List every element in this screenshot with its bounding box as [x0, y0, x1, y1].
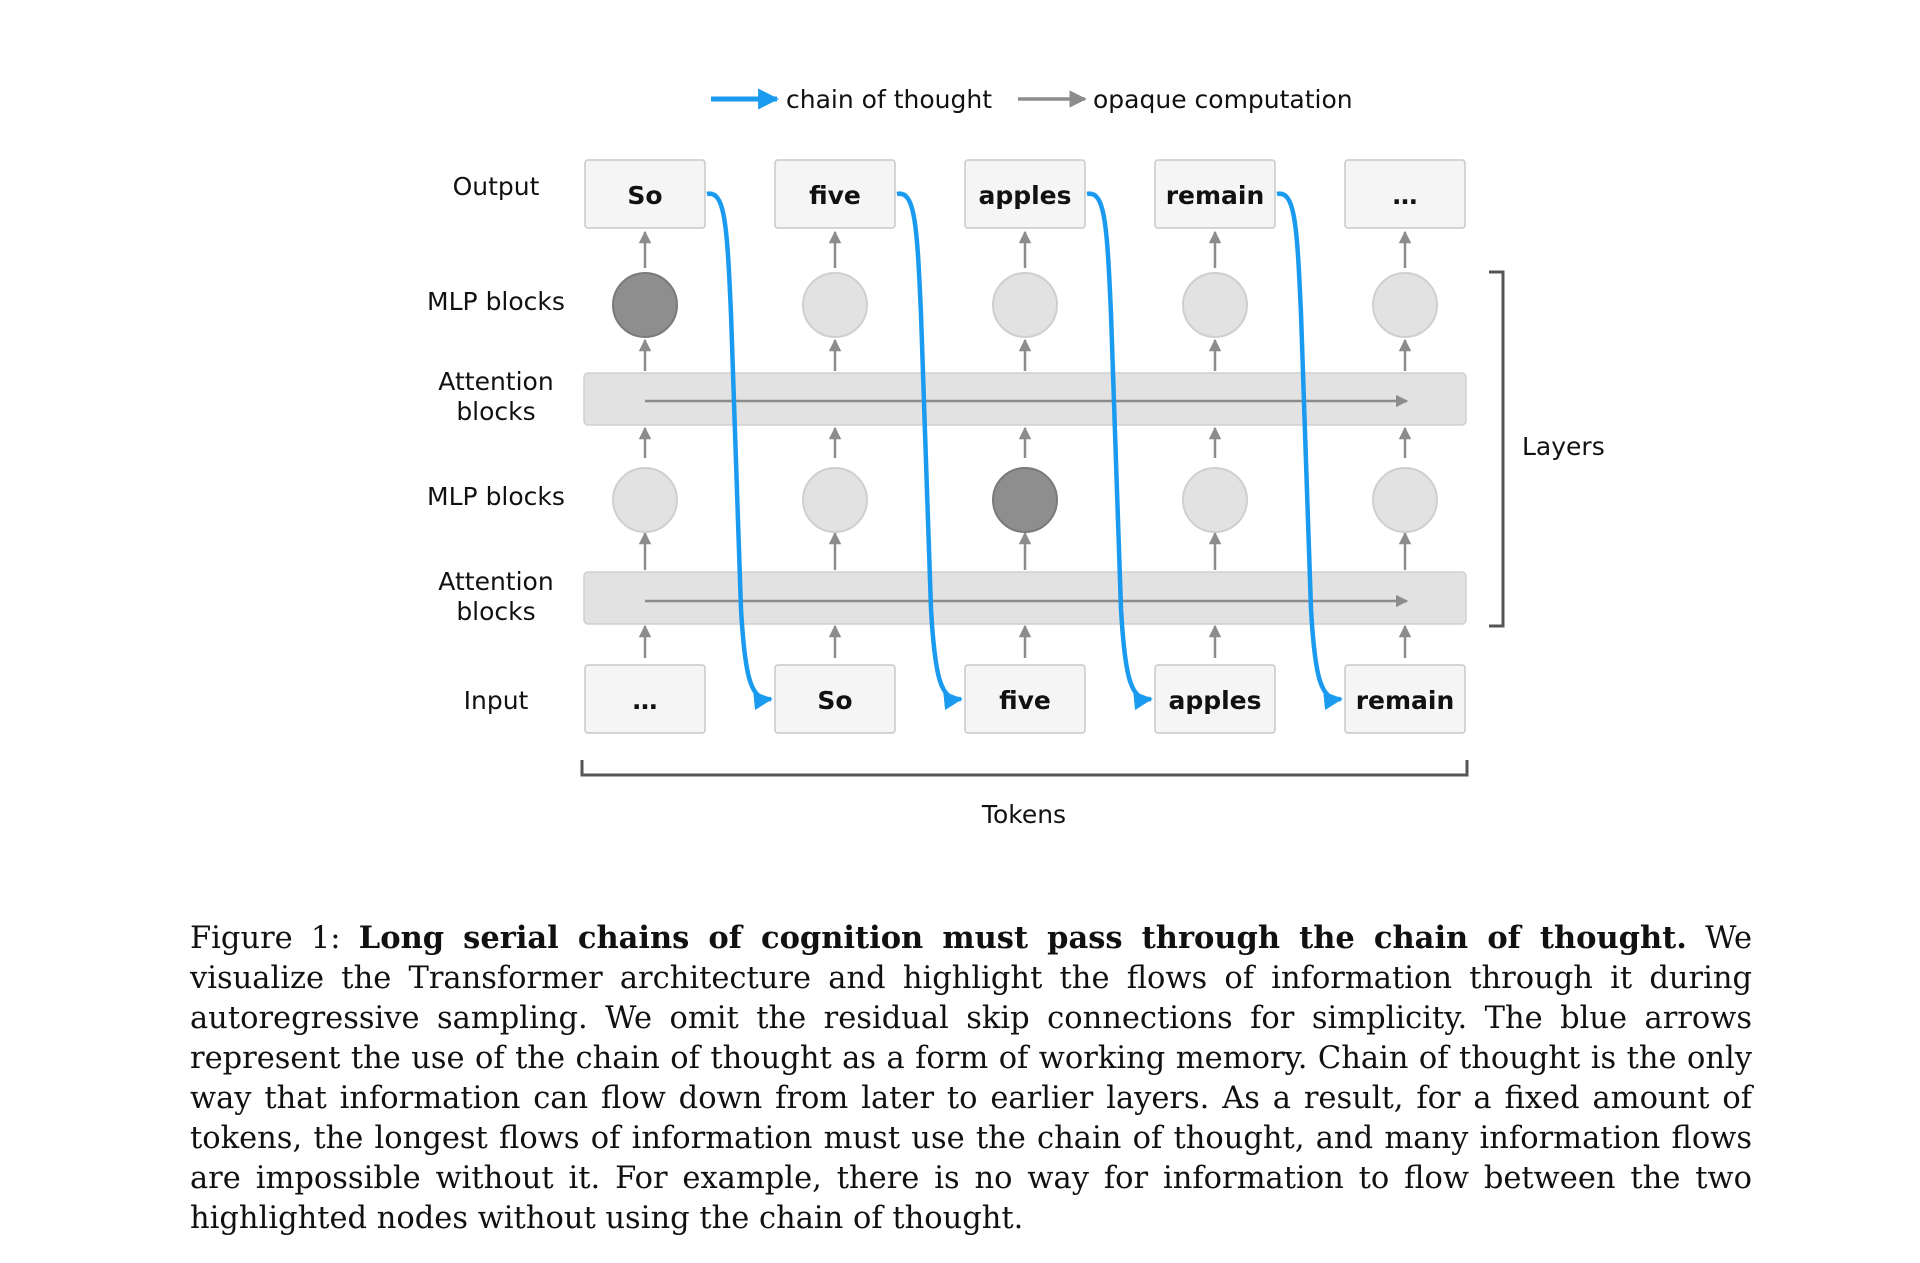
- chain-of-thought-arrow: [706, 191, 773, 711]
- mlp-node: [612, 467, 678, 533]
- attention-top-row-label-1: Attention: [438, 367, 553, 396]
- output-token-box: [1154, 159, 1276, 229]
- attention-top-row-label-2: blocks: [456, 397, 535, 426]
- mlp-node: [992, 272, 1058, 338]
- transformer-diagram: chain of thought opaque computation Outp…: [427, 85, 1605, 829]
- legend: chain of thought opaque computation: [711, 85, 1353, 114]
- attention-band-top: [583, 372, 1467, 426]
- mlp-node: [1372, 272, 1438, 338]
- chain-of-thought-arrow: [1086, 191, 1153, 711]
- output-token-label: …: [1393, 181, 1418, 210]
- mlp-bottom-row-label: MLP blocks: [427, 482, 565, 511]
- mlp-node: [1372, 467, 1438, 533]
- output-token-box: [774, 159, 896, 229]
- output-tokens: So five apples remain …: [584, 159, 1466, 229]
- input-token-box: [584, 664, 706, 734]
- mlp-top-row-label: MLP blocks: [427, 287, 565, 316]
- input-token-box: [964, 664, 1086, 734]
- tokens-bracket: [580, 760, 1469, 777]
- input-tokens: … So five apples remain: [584, 664, 1466, 734]
- input-token-box: [774, 664, 896, 734]
- layers-label: Layers: [1522, 432, 1605, 461]
- layers-bracket: [1489, 270, 1505, 628]
- chain-of-thought-arrow: [896, 191, 963, 711]
- chain-of-thought-legend-label: chain of thought: [786, 85, 992, 114]
- output-token-label: remain: [1166, 181, 1265, 210]
- output-token-label: five: [809, 181, 861, 210]
- input-token-label: remain: [1356, 686, 1455, 715]
- mlp-nodes: [612, 272, 1438, 533]
- output-row-label: Output: [453, 172, 540, 201]
- caption-body: We visualize the Transformer architectur…: [190, 921, 1752, 1236]
- output-token-label: So: [627, 181, 662, 210]
- input-token-label: five: [999, 686, 1051, 715]
- tokens-label: Tokens: [981, 800, 1066, 829]
- output-token-box: [964, 159, 1086, 229]
- output-token-label: apples: [978, 181, 1071, 210]
- mlp-node-highlighted: [992, 467, 1058, 533]
- mlp-node: [802, 467, 868, 533]
- chain-of-thought-arrow: [1276, 191, 1343, 711]
- row-labels: Output MLP blocks Attention blocks MLP b…: [427, 172, 565, 715]
- input-token-label: So: [817, 686, 852, 715]
- input-token-label: …: [633, 686, 658, 715]
- figure-caption: Figure 1: Long serial chains of cognitio…: [190, 918, 1752, 1239]
- input-row-label: Input: [464, 686, 529, 715]
- attention-bottom-row-label-2: blocks: [456, 597, 535, 626]
- input-token-box: [1344, 664, 1466, 734]
- output-token-box: [1344, 159, 1466, 229]
- caption-bold-title: Long serial chains of cognition must pas…: [358, 920, 1687, 956]
- opaque-computation-legend-label: opaque computation: [1093, 85, 1353, 114]
- caption-prefix: Figure 1:: [190, 921, 359, 956]
- mlp-node: [1182, 272, 1248, 338]
- mlp-node: [1182, 467, 1248, 533]
- attention-bottom-row-label-1: Attention: [438, 567, 553, 596]
- upward-arrows: [638, 230, 1412, 658]
- attention-band-bottom: [583, 571, 1467, 625]
- chain-of-thought-arrows: [706, 191, 1343, 711]
- mlp-node: [802, 272, 868, 338]
- mlp-node-highlighted: [612, 272, 678, 338]
- input-token-box: [1154, 664, 1276, 734]
- output-token-box: [584, 159, 706, 229]
- input-token-label: apples: [1168, 686, 1261, 715]
